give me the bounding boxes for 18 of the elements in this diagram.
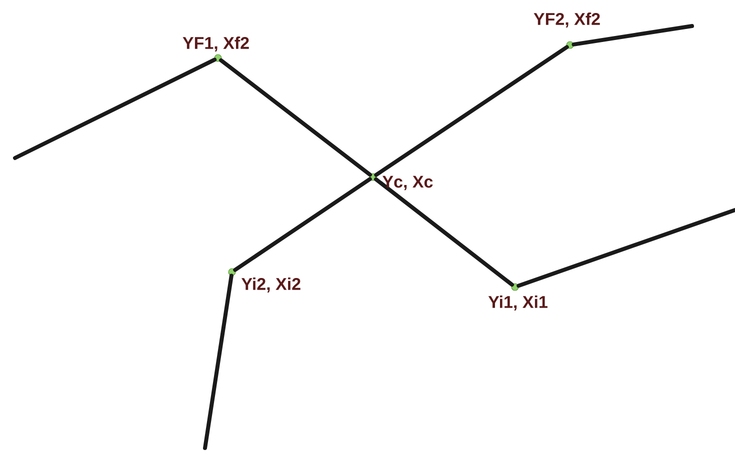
line	[233, 177, 372, 272]
line	[516, 208, 735, 288]
point-label: Yc, Xc	[382, 176, 433, 190]
line	[203, 274, 234, 450]
line	[13, 58, 217, 160]
line	[374, 177, 514, 287]
line	[572, 24, 694, 46]
point-dot	[228, 268, 236, 276]
point-dot	[369, 173, 377, 181]
point-label: YF1, Xf2	[182, 36, 249, 52]
point-label: YF2, Xf2	[534, 12, 600, 28]
point-label: Yi2, Xi2	[242, 278, 300, 292]
point-label: Yi1, Xi1	[488, 296, 548, 310]
point-dot	[214, 54, 222, 62]
point-dot	[511, 283, 519, 291]
point-dot	[566, 41, 574, 49]
line	[219, 58, 372, 177]
line	[374, 45, 569, 177]
